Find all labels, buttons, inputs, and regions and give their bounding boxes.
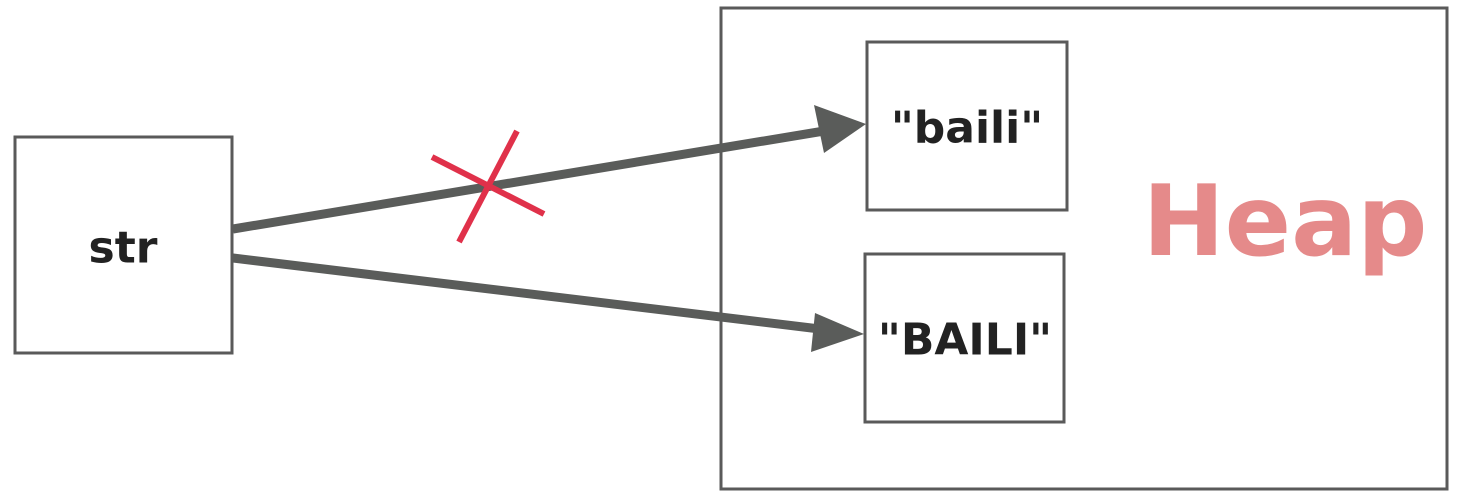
x-cross-icon bbox=[430, 129, 546, 244]
arrowhead-icon bbox=[811, 313, 864, 352]
heap-object-BAILI-value: "BAILI" bbox=[878, 315, 1052, 366]
heap-object-baili-value: "baili" bbox=[891, 103, 1043, 154]
reference-arrow-new-shaft bbox=[232, 253, 829, 335]
variable-box bbox=[13, 135, 234, 355]
reference-arrow-old bbox=[232, 105, 866, 234]
heap-container bbox=[719, 6, 1449, 491]
reference-arrow-new bbox=[232, 253, 864, 352]
variable-name: str bbox=[89, 223, 158, 274]
heap-object-baili bbox=[865, 40, 1069, 212]
arrowhead-icon bbox=[814, 105, 866, 153]
heap-object-BAILI bbox=[863, 252, 1066, 424]
cross-stroke-b bbox=[456, 129, 520, 244]
heap-label: Heap bbox=[1143, 165, 1428, 279]
reference-arrow-old-shaft bbox=[232, 125, 831, 234]
